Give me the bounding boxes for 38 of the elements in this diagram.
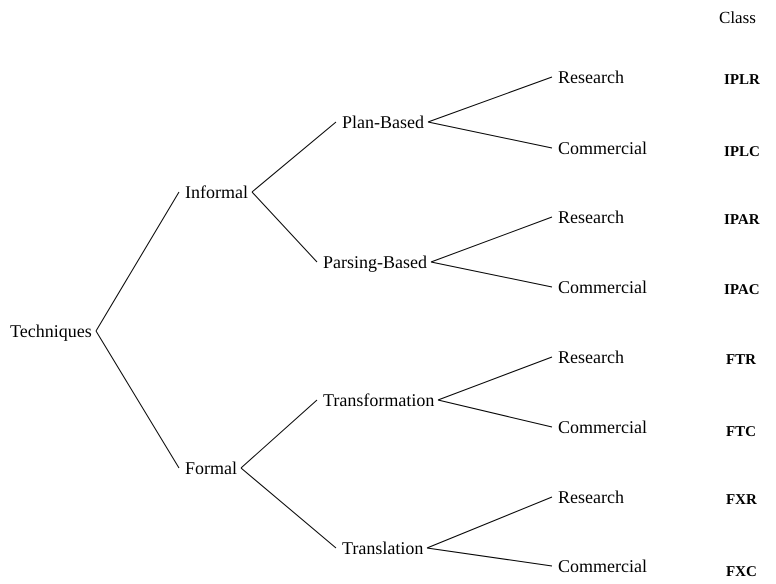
branch-line	[426, 548, 552, 566]
branch-line	[430, 262, 552, 288]
tree-node-label: Research	[558, 207, 624, 227]
branch-line	[438, 356, 552, 400]
branch-line	[428, 76, 552, 122]
branch-line	[252, 122, 336, 192]
tree-node-label: Research	[558, 67, 624, 87]
branch-line	[430, 216, 552, 262]
class-code: FTR	[726, 351, 756, 370]
tree-node-label: Informal	[185, 182, 248, 202]
class-code: FXC	[726, 563, 757, 582]
class-code: FTC	[726, 423, 756, 442]
tree-node-label: Commercial	[558, 138, 647, 158]
branch-line	[426, 496, 552, 548]
branch-line	[252, 192, 318, 262]
class-code: IPAC	[724, 281, 760, 300]
branch-line	[438, 400, 552, 428]
branch-line	[240, 400, 318, 468]
class-code: IPAR	[724, 211, 760, 230]
tree-node-label: Commercial	[558, 556, 647, 576]
class-code: FXR	[726, 491, 757, 510]
tree-node-label: Parsing-Based	[323, 252, 427, 272]
tree-node-label: Translation	[342, 538, 424, 558]
tree-node-label: Commercial	[558, 277, 647, 297]
branch-line	[96, 330, 180, 468]
tree-node-label: Research	[558, 487, 624, 507]
tree-node-label: Plan-Based	[342, 112, 424, 132]
tree-node-label: Commercial	[558, 417, 647, 437]
column-header: Class	[719, 8, 756, 28]
branch-line	[428, 122, 552, 148]
tree-node-label: Formal	[185, 458, 237, 478]
tree-node-label: Research	[558, 347, 624, 367]
branch-line	[240, 468, 336, 548]
class-code: IPLR	[724, 71, 760, 90]
class-code: IPLC	[724, 143, 760, 162]
tree-node-label: Techniques	[10, 321, 92, 341]
tree-node-label: Transformation	[323, 390, 434, 410]
branch-line	[96, 192, 180, 332]
